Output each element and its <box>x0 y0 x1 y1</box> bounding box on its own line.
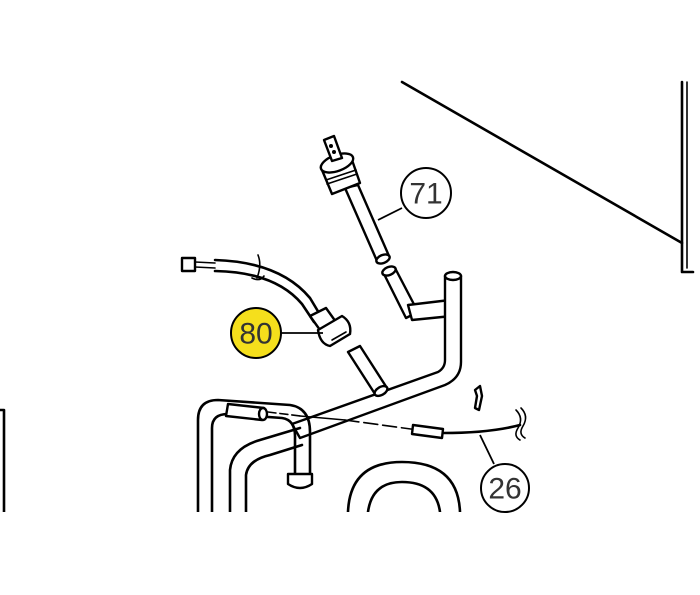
pipe-assembly <box>290 265 463 440</box>
callout-26[interactable]: 26 <box>479 434 530 513</box>
ring-gasket <box>346 460 462 514</box>
u-pipe <box>196 398 314 514</box>
callout-71[interactable]: 71 <box>377 167 452 221</box>
frame-edge <box>0 408 6 514</box>
housing-panel <box>400 80 695 274</box>
callout-80-label: 80 <box>239 318 272 351</box>
thermistor-26 <box>267 384 527 441</box>
callout-26-label: 26 <box>488 473 521 506</box>
pressure-sensor-71 <box>319 134 391 265</box>
temperature-sensor-80 <box>180 254 389 398</box>
callout-80[interactable]: 80 <box>230 307 323 359</box>
callout-71-label: 71 <box>409 178 442 211</box>
